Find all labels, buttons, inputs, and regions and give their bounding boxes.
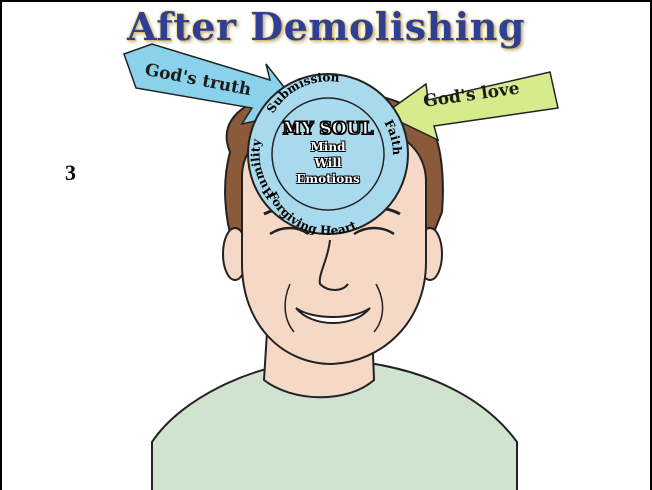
- soul-line-emotions: Emotions: [278, 172, 378, 186]
- soul-line-mind: Mind: [278, 140, 378, 154]
- soul-title: MY SOUL: [278, 119, 378, 139]
- soul-line-will: Will: [278, 156, 378, 170]
